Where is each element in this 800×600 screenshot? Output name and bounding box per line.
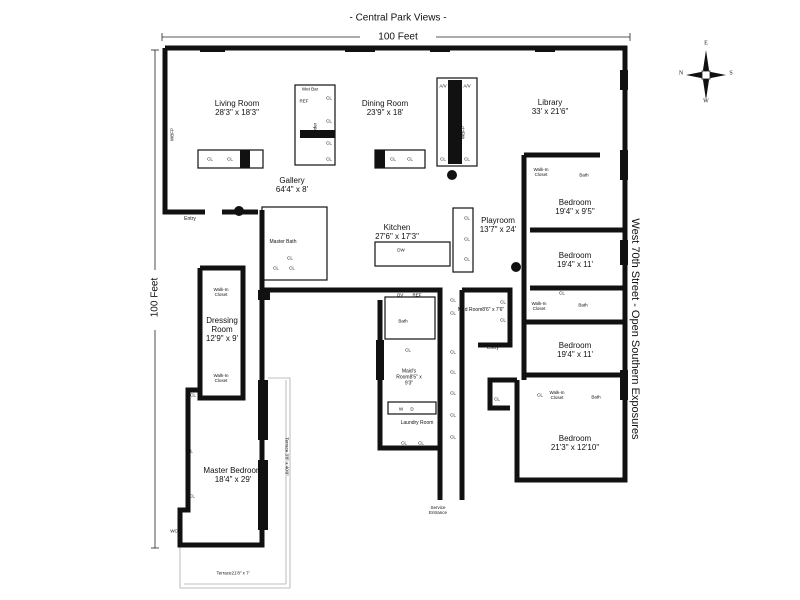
bath-label: Bath [398, 318, 408, 324]
closet-label: CL [390, 156, 396, 162]
fireplace-label: WBFP [169, 128, 175, 141]
closet-label: CL [464, 156, 470, 162]
compass-north: N [678, 70, 684, 77]
oven-label: OV [396, 292, 404, 298]
walk-in-closet-label: Walk-In Closet [533, 166, 549, 177]
closet-label: CL [289, 265, 295, 271]
closet-label: CL [464, 215, 470, 221]
closet-label: CL [401, 440, 407, 446]
walk-in-closet-label: Walk-In Closet [213, 372, 229, 383]
room-terrace-bottom: Terrace21'8" x 7' [216, 570, 250, 576]
closet-label: CL [190, 392, 196, 398]
closet-label: CL [189, 493, 195, 499]
left-dimension: 100 Feet [149, 277, 161, 318]
walk-in-closet-label: Walk-In Closet [213, 286, 229, 297]
ref-label: REF [412, 292, 422, 298]
walk-in-closet-label: Walk-In Closet [549, 389, 565, 400]
powder-label: Powder [312, 122, 318, 139]
closet-label: CL [326, 140, 332, 146]
closet-label: CL [500, 317, 506, 323]
closet-label: CL [407, 156, 413, 162]
closet-label: CL [494, 396, 500, 402]
dryer-label: D [410, 406, 414, 412]
closet-label: CL [450, 412, 456, 418]
closet-label: CL [559, 290, 565, 296]
ref-label: REF [299, 98, 309, 104]
closet-label: CL [287, 255, 293, 261]
room-terrace-side: Terrace 3'8" x 40'0" [284, 437, 290, 476]
closet-label: CL [405, 347, 411, 353]
closet-label: CL [326, 118, 332, 124]
top-dimension: 100 Feet [374, 31, 422, 43]
closet-label: CL [326, 95, 332, 101]
master-bath-label: Master Bath [269, 239, 297, 246]
laundry-label: Laundry Room [400, 420, 434, 427]
wall-blocks [200, 46, 628, 530]
compass-east: E [704, 40, 708, 47]
columns [234, 170, 521, 272]
entry-label-service: Entry [487, 345, 499, 352]
street-label: West 70th Street - Open Southern Exposur… [629, 218, 641, 440]
interior-partitions [197, 77, 478, 415]
closet-label: CL [450, 369, 456, 375]
plan-title: - Central Park Views - [349, 12, 447, 24]
service-entrance-label: Service Entrance [428, 504, 447, 515]
closet-label: CL [464, 236, 470, 242]
wc-label: WC [170, 528, 178, 534]
closet-label: CL [450, 310, 456, 316]
bath-label: Bath [579, 172, 589, 178]
bath-label: Bath [578, 302, 588, 308]
closet-label: CL [450, 349, 456, 355]
closet-label: CL [464, 256, 470, 262]
av-label: A/V [439, 83, 447, 89]
room-maids: Maid's Room8'5" x 9'3" [396, 368, 422, 386]
compass-west: W [703, 98, 709, 105]
closet-label: CL [227, 156, 233, 162]
dishwasher-label: DW [397, 247, 405, 253]
entry-label: Entry [184, 216, 196, 223]
closet-label: CL [500, 299, 506, 305]
walls [162, 45, 628, 548]
dimension-lines [151, 33, 631, 549]
wet-bar-label: Wet Bar [301, 86, 319, 92]
av-label: A/V [463, 83, 471, 89]
terrace-outlines [179, 377, 291, 589]
walk-in-closet-label: Walk-In Closet [531, 300, 547, 311]
washer-label: W [398, 406, 404, 412]
closet-label: CL [450, 434, 456, 440]
closet-label: CL [440, 156, 446, 162]
closet-label: CL [187, 448, 193, 454]
closet-label: CL [207, 156, 213, 162]
closet-label: CL [450, 297, 456, 303]
closet-label: CL [326, 156, 332, 162]
compass-rose-icon [686, 50, 726, 100]
closet-label: CL [418, 440, 424, 446]
bath-label: Bath [591, 394, 601, 400]
closet-label: CL [273, 265, 279, 271]
room-mud: Mud Room8'6" x 7'6" [457, 307, 505, 314]
fireplace-label: WBFP [460, 126, 466, 139]
closet-label: CL [450, 390, 456, 396]
compass-south: S [729, 70, 733, 77]
closet-label: CL [537, 392, 543, 398]
